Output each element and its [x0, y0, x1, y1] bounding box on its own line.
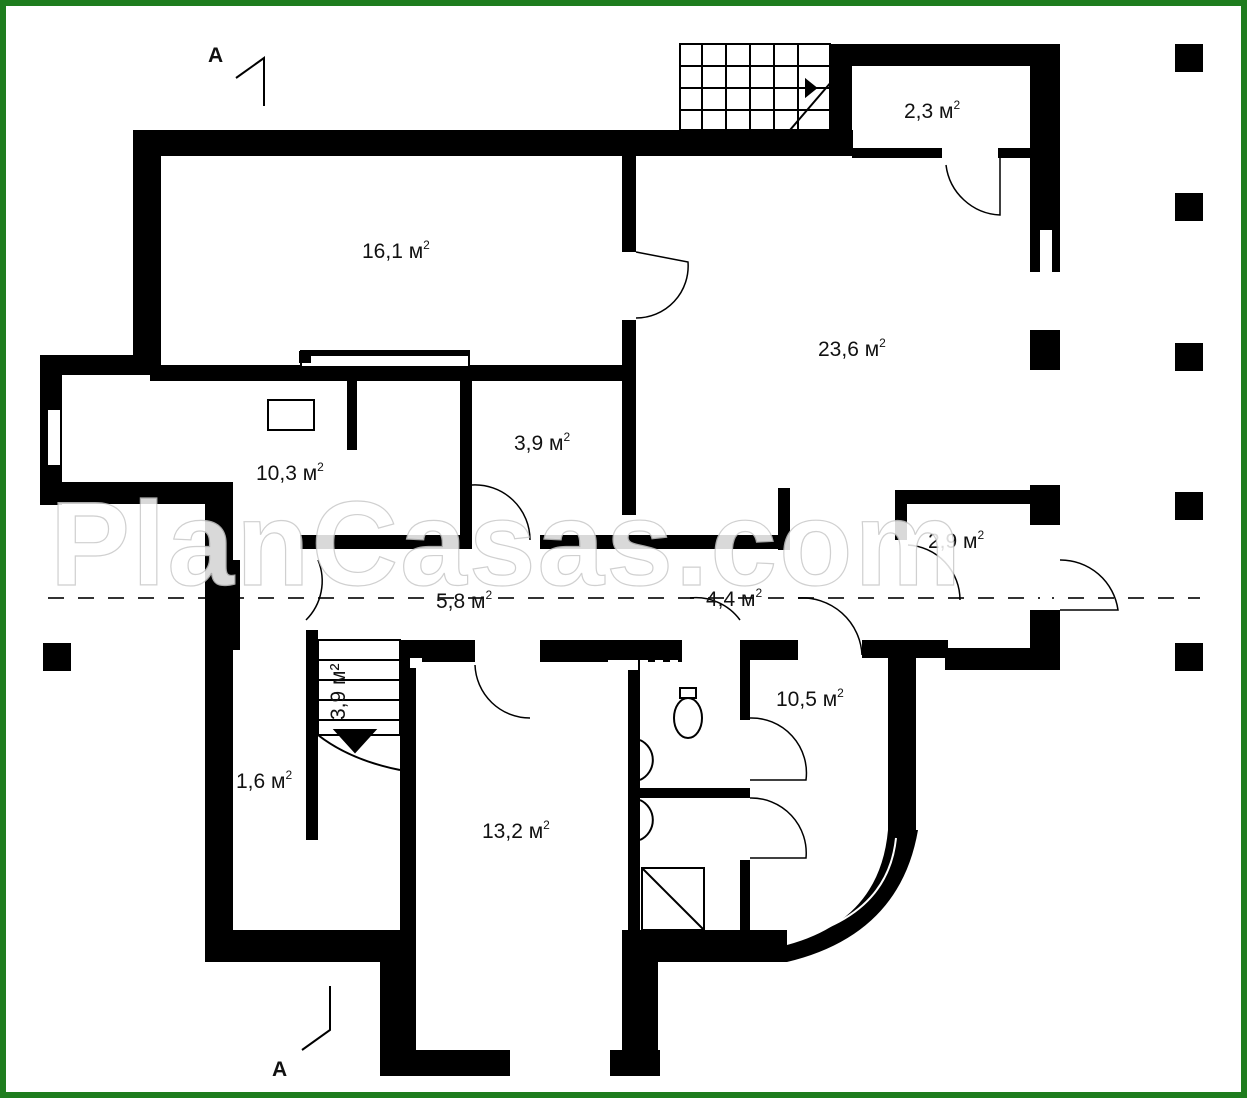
room-area-label: 10,3 м2 — [256, 460, 324, 485]
section-marker-top: A — [208, 44, 265, 106]
room-area-label: 2,9 м2 — [928, 528, 984, 553]
room-area-label: 3,9 м2 — [514, 430, 570, 455]
section-marker-bottom: A — [272, 986, 331, 1081]
grid-markers — [43, 44, 1203, 671]
room-area-label: 1,6 м2 — [236, 768, 292, 793]
svg-text:A: A — [208, 44, 223, 67]
room-area-label: 10,5 м2 — [776, 686, 844, 711]
stair-area-label: 3,9 м² — [327, 664, 350, 720]
doors — [305, 158, 1119, 859]
watermark: PlanCasas.com — [50, 477, 963, 611]
appliance-icon — [267, 399, 315, 431]
room-area-label: 4,4 м2 — [706, 586, 762, 611]
svg-text:A: A — [272, 1058, 287, 1081]
toilet-icon — [673, 697, 703, 739]
curved-wall — [787, 830, 918, 962]
outer-walls — [40, 44, 1060, 1076]
sink-icon — [639, 739, 654, 781]
sink-icon — [639, 799, 654, 841]
exterior-stairs — [679, 43, 851, 131]
bathroom-fixtures — [267, 351, 705, 931]
room-area-label: 16,1 м2 — [362, 238, 430, 263]
interior-stairs — [317, 639, 401, 771]
room-labels: 16,1 м2 23,6 м2 2,3 м2 10,3 м2 3,9 м2 2,9 м2 5… — [236, 98, 984, 843]
interior-walls — [150, 156, 1030, 940]
room-area-label: 2,3 м2 — [904, 98, 960, 123]
openings — [48, 230, 1052, 1068]
room-area-label: 13,2 м2 — [482, 818, 550, 843]
room-area-label: 23,6 м2 — [818, 336, 886, 361]
room-area-label: 5,8 м2 — [436, 588, 492, 613]
